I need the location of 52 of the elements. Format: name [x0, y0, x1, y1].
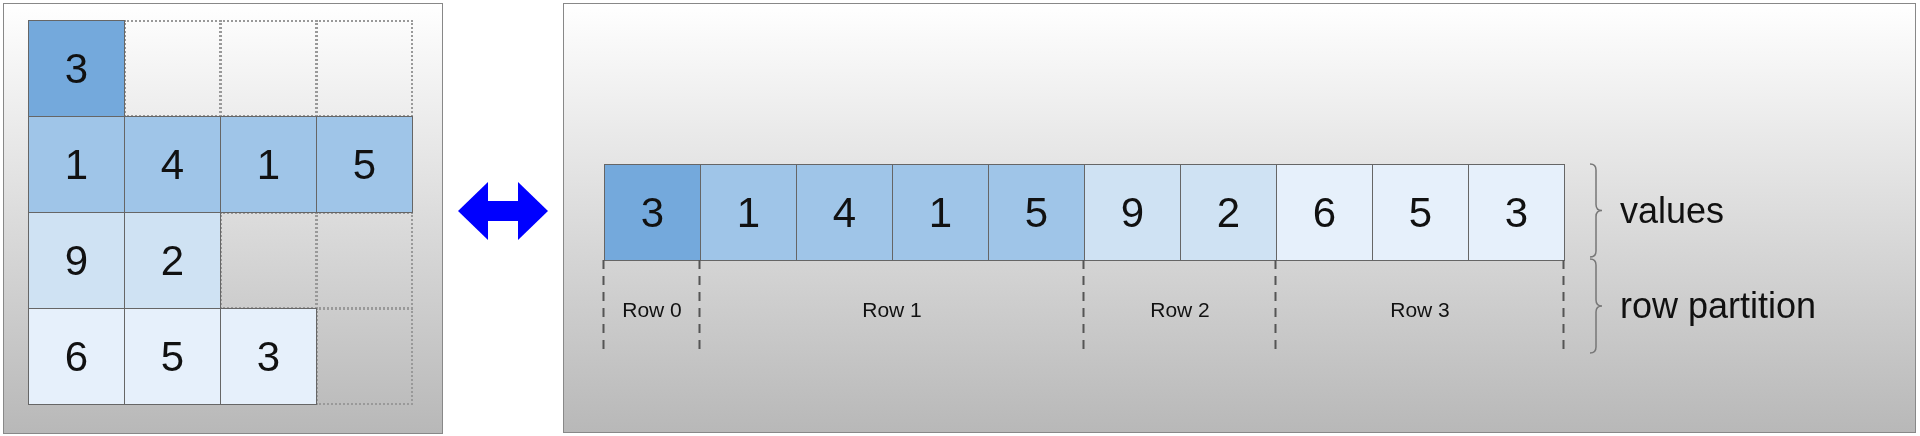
cell-value: 9 [64, 236, 89, 285]
cell-value: 1 [928, 188, 953, 237]
value-cell [28, 308, 125, 405]
value-cell [28, 20, 125, 117]
value-cell [700, 164, 797, 261]
value-cell [1084, 164, 1181, 261]
panel-background [563, 3, 1916, 433]
cell-value: 2 [1216, 188, 1241, 237]
value-cell [124, 308, 221, 405]
cell-value: 5 [160, 332, 185, 381]
value-cell [604, 164, 701, 261]
cell-value: 1 [64, 140, 89, 189]
panel-background [3, 3, 443, 434]
value-cell [1372, 164, 1469, 261]
value-cell [124, 212, 221, 309]
value-cell [316, 116, 413, 213]
cell-value: 5 [1024, 188, 1049, 237]
cell-value: 6 [1312, 188, 1337, 237]
cell-value: 5 [1408, 188, 1433, 237]
cell-value: 3 [64, 44, 89, 93]
value-cell [892, 164, 989, 261]
value-cell [1276, 164, 1373, 261]
empty-slot [316, 212, 413, 309]
value-cell [28, 212, 125, 309]
cell-value: 4 [832, 188, 857, 237]
value-cell [28, 116, 125, 213]
row-label: Row 3 [1390, 298, 1450, 322]
cell-value: 5 [352, 140, 377, 189]
axis-label: row partition [1620, 285, 1817, 327]
row-label: Row 2 [1150, 298, 1210, 322]
row-label: Row 0 [622, 298, 682, 322]
axis-label: values [1620, 190, 1725, 232]
cell-value: 1 [736, 188, 761, 237]
cell-value: 4 [160, 140, 185, 189]
value-cell [220, 308, 317, 405]
value-cell [124, 116, 221, 213]
value-cell [796, 164, 893, 261]
value-cell [1468, 164, 1565, 261]
cell-value: 1 [256, 140, 281, 189]
empty-slot [220, 20, 317, 117]
cell-value: 3 [256, 332, 281, 381]
cell-value: 3 [640, 188, 665, 237]
row-label: Row 1 [862, 298, 922, 322]
value-cell [988, 164, 1085, 261]
double-arrow [458, 182, 548, 240]
cell-value: 6 [64, 332, 89, 381]
cell-value: 9 [1120, 188, 1145, 237]
cell-value: 2 [160, 236, 185, 285]
empty-slot [316, 20, 413, 117]
value-cell [1180, 164, 1277, 261]
cell-value: 3 [1504, 188, 1529, 237]
value-cell [220, 116, 317, 213]
